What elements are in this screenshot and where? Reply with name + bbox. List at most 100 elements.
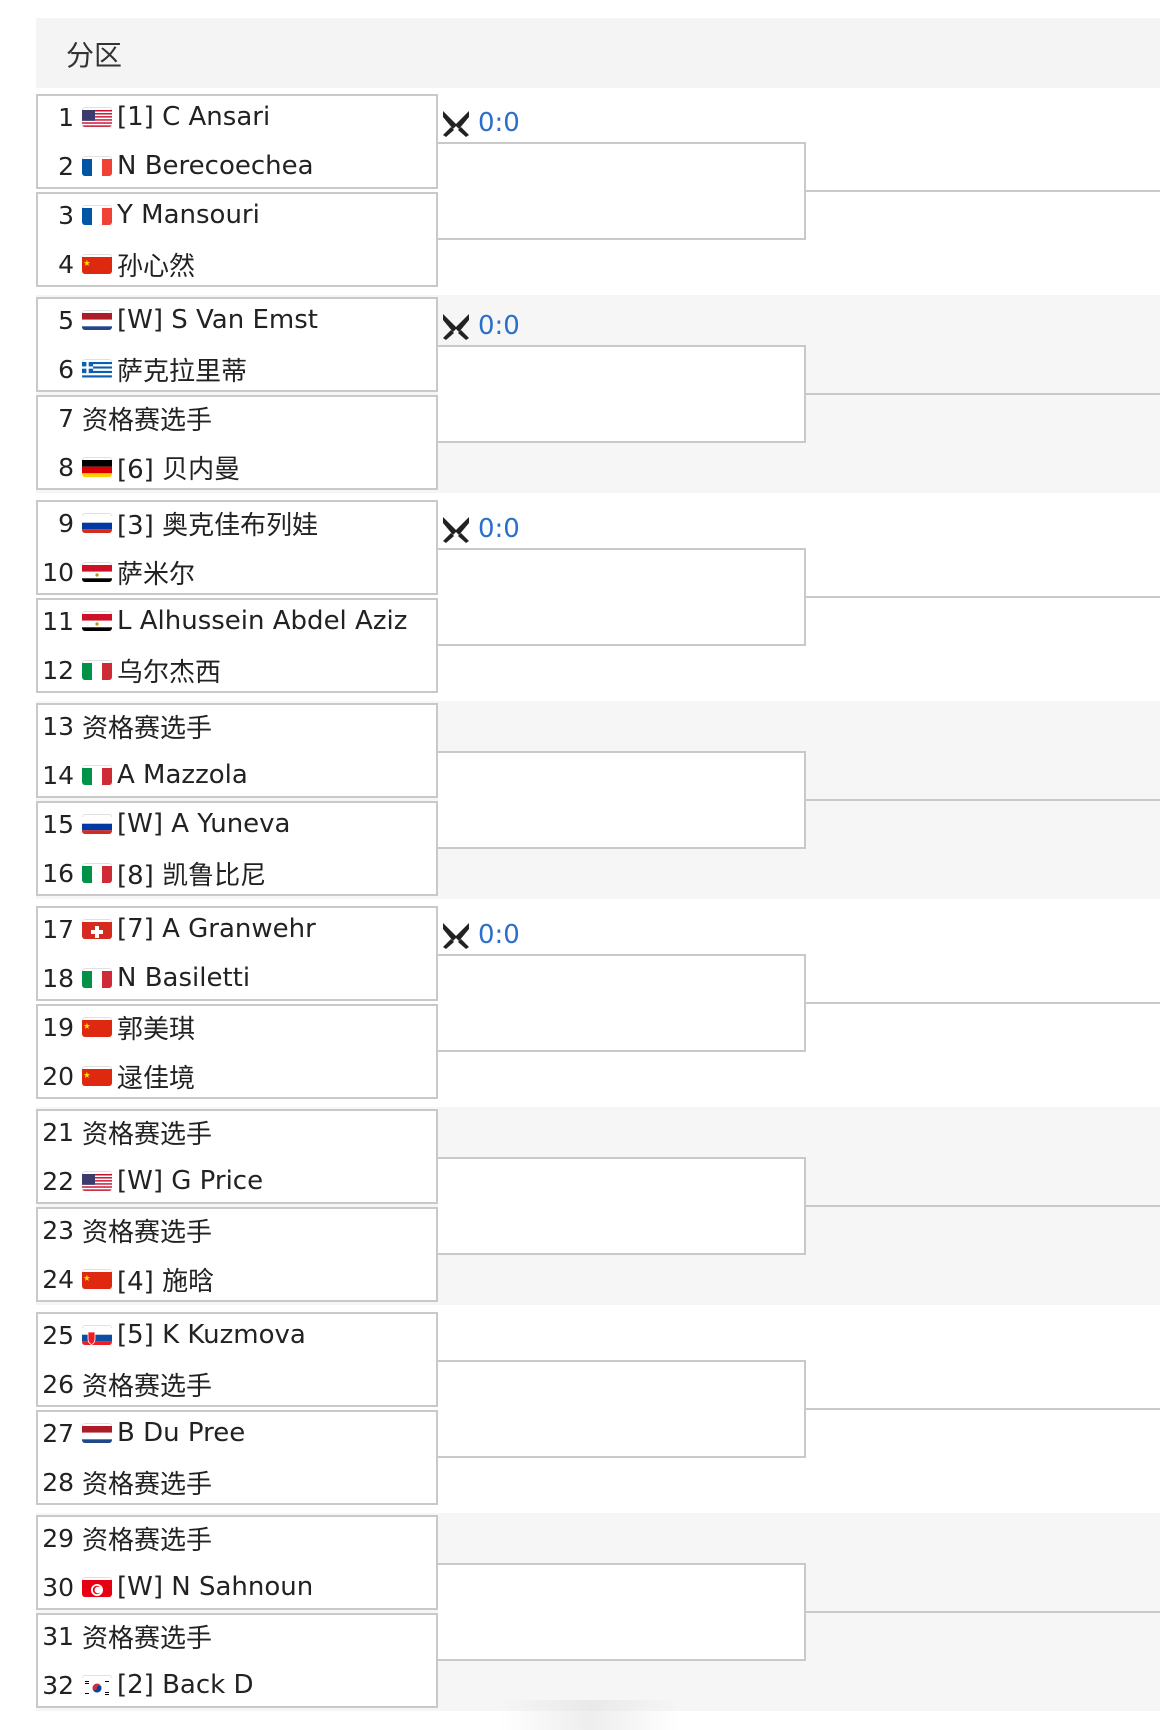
- player-row[interactable]: 2 N Berecoechea: [38, 142, 438, 190]
- draw-position-number: 5: [58, 305, 74, 335]
- player-name[interactable]: [W] G Price: [117, 1166, 264, 1196]
- player-name[interactable]: [8] 凯鲁比尼: [117, 860, 267, 891]
- player-row[interactable]: 5 [W] S Van Emst: [38, 296, 438, 344]
- player-name[interactable]: 资格赛选手: [82, 1623, 213, 1654]
- player-row[interactable]: 10 萨米尔: [38, 548, 438, 596]
- h2h-score-value[interactable]: 0:0: [478, 514, 520, 544]
- draw-position-number: 26: [42, 1369, 74, 1399]
- player-name[interactable]: 逯佳境: [117, 1063, 196, 1094]
- player-name[interactable]: 资格赛选手: [82, 405, 213, 436]
- bracket-advance-line: [806, 393, 1160, 395]
- flag-fr-icon: [82, 156, 112, 176]
- draw-position-number: 29: [42, 1523, 74, 1553]
- player-name[interactable]: [W] A Yuneva: [117, 809, 291, 839]
- player-name[interactable]: [6] 贝内曼: [117, 454, 241, 485]
- draw-position-number: 10: [42, 557, 74, 587]
- player-name[interactable]: [1] C Ansari: [117, 102, 271, 132]
- bracket-advance-line: [806, 596, 1160, 598]
- player-row[interactable]: 29 资格赛选手: [38, 1514, 438, 1562]
- player-row[interactable]: 22[W] G Price: [38, 1157, 438, 1205]
- h2h-score-value[interactable]: 0:0: [478, 108, 520, 138]
- h2h-score[interactable]: 0:0: [440, 309, 520, 343]
- h2h-score-value[interactable]: 0:0: [478, 920, 520, 950]
- player-name[interactable]: 资格赛选手: [82, 1469, 213, 1500]
- player-name[interactable]: [W] S Van Emst: [117, 305, 318, 335]
- player-name[interactable]: [7] A Granwehr: [117, 914, 316, 944]
- draw-position-number: 16: [42, 858, 74, 888]
- bracket-connector: [438, 345, 806, 443]
- player-name[interactable]: L Alhussein Abdel Aziz: [117, 606, 408, 636]
- draw-position-number: 27: [42, 1418, 74, 1448]
- head-to-head-icon: [443, 314, 469, 340]
- h2h-score[interactable]: 0:0: [440, 106, 520, 140]
- draw-position-number: 28: [42, 1467, 74, 1497]
- player-name[interactable]: [2] Back D: [117, 1670, 254, 1700]
- player-name[interactable]: 孙心然: [117, 251, 196, 282]
- player-row[interactable]: 26 资格赛选手: [38, 1360, 438, 1408]
- player-row[interactable]: 8[6] 贝内曼: [38, 443, 438, 491]
- draw-position-number: 6: [58, 354, 74, 384]
- player-name[interactable]: B Du Pree: [117, 1418, 246, 1448]
- player-name[interactable]: [5] K Kuzmova: [117, 1320, 306, 1350]
- player-name[interactable]: N Berecoechea: [117, 151, 314, 181]
- flag-it-icon: [82, 863, 112, 883]
- player-name[interactable]: [3] 奥克佳布列娃: [117, 510, 319, 541]
- match-box: [36, 1410, 438, 1505]
- h2h-score[interactable]: 0:0: [440, 512, 520, 546]
- player-name[interactable]: Y Mansouri: [117, 200, 260, 230]
- player-row[interactable]: 27 B Du Pree: [38, 1409, 438, 1457]
- player-name[interactable]: N Basiletti: [117, 963, 251, 993]
- section-header: 分区: [36, 18, 1160, 88]
- player-name[interactable]: 资格赛选手: [82, 1217, 213, 1248]
- player-row[interactable]: 28 资格赛选手: [38, 1458, 438, 1506]
- player-name[interactable]: 萨克拉里蒂: [117, 356, 248, 387]
- bracket-advance-line: [806, 1611, 1160, 1613]
- player-name[interactable]: 郭美琪: [117, 1014, 196, 1045]
- player-row[interactable]: 6 萨克拉里蒂: [38, 345, 438, 393]
- player-row[interactable]: 1[1] C Ansari: [38, 93, 438, 141]
- player-row[interactable]: 16 [8] 凯鲁比尼: [38, 849, 438, 897]
- player-row[interactable]: 9[3] 奥克佳布列娃: [38, 499, 438, 547]
- player-row[interactable]: 3 Y Mansouri: [38, 191, 438, 239]
- player-name[interactable]: 资格赛选手: [82, 713, 213, 744]
- draw-position-number: 2: [58, 151, 74, 181]
- player-name[interactable]: A Mazzola: [117, 760, 248, 790]
- flag-ch-icon: [82, 919, 112, 939]
- player-name[interactable]: [W] N Sahnoun: [117, 1572, 314, 1602]
- player-row[interactable]: 24[4] 施晗: [38, 1255, 438, 1303]
- player-row[interactable]: 30[W] N Sahnoun: [38, 1563, 438, 1611]
- head-to-head-icon: [443, 517, 469, 543]
- flag-cn-icon: [82, 1066, 112, 1086]
- player-row[interactable]: 32[2] Back D: [38, 1661, 438, 1709]
- player-name[interactable]: 乌尔杰西: [117, 657, 222, 688]
- player-row[interactable]: 15[W] A Yuneva: [38, 800, 438, 848]
- flag-eg-icon: [82, 562, 112, 582]
- player-name[interactable]: 资格赛选手: [82, 1119, 213, 1150]
- flag-eg-icon: [82, 611, 112, 631]
- player-row[interactable]: 25[5] K Kuzmova: [38, 1311, 438, 1359]
- h2h-score[interactable]: 0:0: [440, 918, 520, 952]
- player-row[interactable]: 17[7] A Granwehr: [38, 905, 438, 953]
- player-name[interactable]: 资格赛选手: [82, 1525, 213, 1556]
- player-name[interactable]: 萨米尔: [117, 559, 196, 590]
- draw-position-number: 3: [58, 200, 74, 230]
- player-name[interactable]: 资格赛选手: [82, 1371, 213, 1402]
- h2h-score-value[interactable]: 0:0: [478, 311, 520, 341]
- flag-kr-icon: [82, 1675, 112, 1695]
- player-name[interactable]: [4] 施晗: [117, 1266, 215, 1297]
- bracket-connector: [438, 142, 806, 240]
- head-to-head-icon: [443, 923, 469, 949]
